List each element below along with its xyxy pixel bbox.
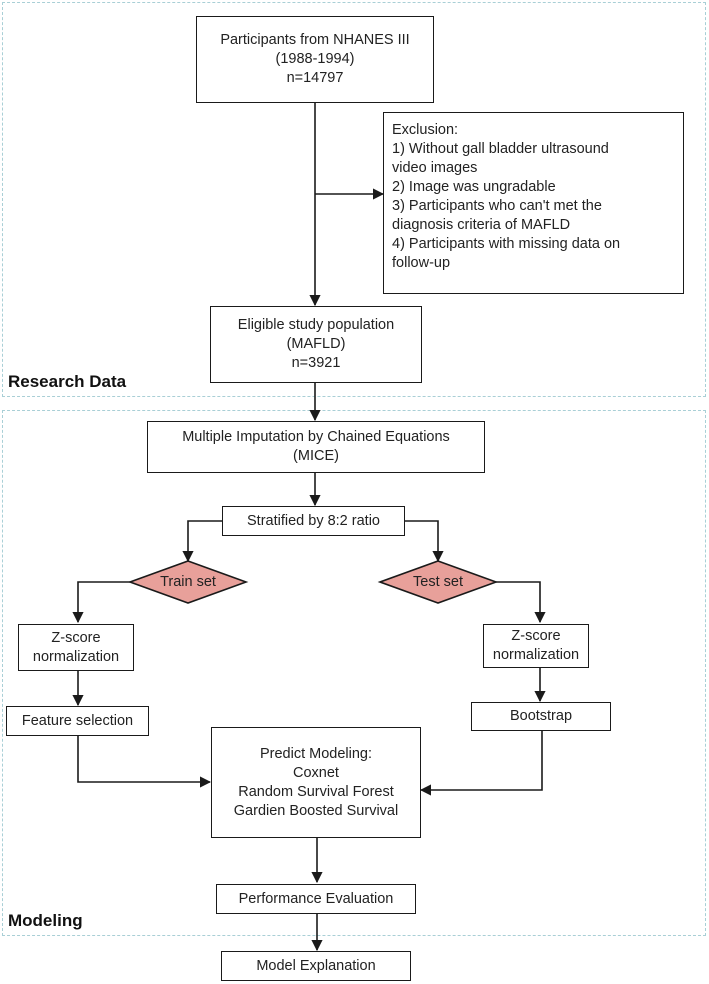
- node-predict: Predict Modeling: Coxnet Random Survival…: [211, 727, 421, 838]
- exclusion-line-8: follow-up: [392, 255, 451, 271]
- diamond-test-set: [377, 560, 499, 604]
- zscore-left-line-1: Z-score: [51, 629, 101, 646]
- section-modeling: [2, 410, 706, 936]
- exclusion-line-7: 4) Participants with missing data on: [392, 236, 621, 252]
- test-set-label: Test set: [413, 574, 463, 590]
- zscore-right-line-2: normalization: [492, 647, 580, 663]
- participants-line-3: n=14797: [286, 70, 344, 86]
- node-exclusion: Exclusion: 1) Without gall bladder ultra…: [383, 112, 684, 294]
- node-eligible: Eligible study population (MAFLD) n=3921: [210, 306, 422, 383]
- predict-line-4: Gardien Boosted Survival: [233, 802, 399, 819]
- exclusion-line-3: video images: [392, 160, 478, 176]
- node-mice: Multiple Imputation by Chained Equations…: [147, 421, 485, 473]
- node-performance: Performance Evaluation: [216, 884, 416, 914]
- explanation-label: Model Explanation: [256, 957, 376, 974]
- train-set-label: Train set: [160, 574, 216, 590]
- arrow-stratified-to-test: [405, 520, 444, 563]
- stratified-label: Stratified by 8:2 ratio: [247, 512, 380, 529]
- mice-line-1: Multiple Imputation by Chained Equations: [182, 429, 450, 445]
- arrow-bootstrap-to-predict: [419, 731, 543, 796]
- bootstrap-label: Bootstrap: [509, 708, 573, 724]
- node-explanation: Model Explanation: [221, 951, 411, 981]
- mice-line-2: (MICE): [293, 448, 339, 464]
- predict-line-2: Coxnet: [293, 764, 339, 781]
- exclusion-line-4: 2) Image was ungradable: [392, 179, 556, 195]
- node-zscore-left: Z-score normalization: [18, 624, 134, 671]
- arrow-stratified-to-train: [182, 520, 222, 563]
- predict-line-1: Predict Modeling:: [259, 745, 373, 762]
- section-research-data: [2, 2, 706, 397]
- node-bootstrap: Bootstrap: [471, 702, 611, 731]
- section-label-research-data: Research Data: [8, 372, 127, 391]
- exclusion-line-2: 1) Without gall bladder ultrasound: [392, 141, 609, 157]
- eligible-line-2: (MAFLD): [286, 336, 346, 352]
- exclusion-line-6: diagnosis criteria of MAFLD: [392, 217, 571, 233]
- node-zscore-right: Z-score normalization: [483, 624, 589, 668]
- node-participants: Participants from NHANES III (1988-1994)…: [196, 16, 434, 103]
- arrow-feature-to-predict: [77, 735, 212, 788]
- eligible-line-1: Eligible study population: [237, 317, 395, 333]
- feature-selection-label: Feature selection: [21, 712, 134, 729]
- section-label-modeling: Modeling: [8, 911, 83, 930]
- node-feature-selection: Feature selection: [6, 706, 149, 736]
- exclusion-line-1: Exclusion:: [392, 122, 459, 138]
- arrow-train-to-zscore: [72, 581, 130, 624]
- performance-label: Performance Evaluation: [238, 890, 394, 907]
- zscore-right-line-1: Z-score: [511, 628, 561, 644]
- participants-line-1: Participants from NHANES III: [220, 32, 410, 48]
- arrow-test-to-zscore: [496, 581, 546, 624]
- participants-line-2: (1988-1994): [275, 51, 355, 67]
- diamond-train-set: [127, 560, 249, 604]
- eligible-line-3: n=3921: [291, 355, 341, 371]
- predict-line-3: Random Survival Forest: [238, 783, 394, 800]
- node-stratified: Stratified by 8:2 ratio: [222, 506, 405, 536]
- zscore-left-line-2: normalization: [32, 648, 120, 665]
- exclusion-line-5: 3) Participants who can't met the: [392, 198, 602, 214]
